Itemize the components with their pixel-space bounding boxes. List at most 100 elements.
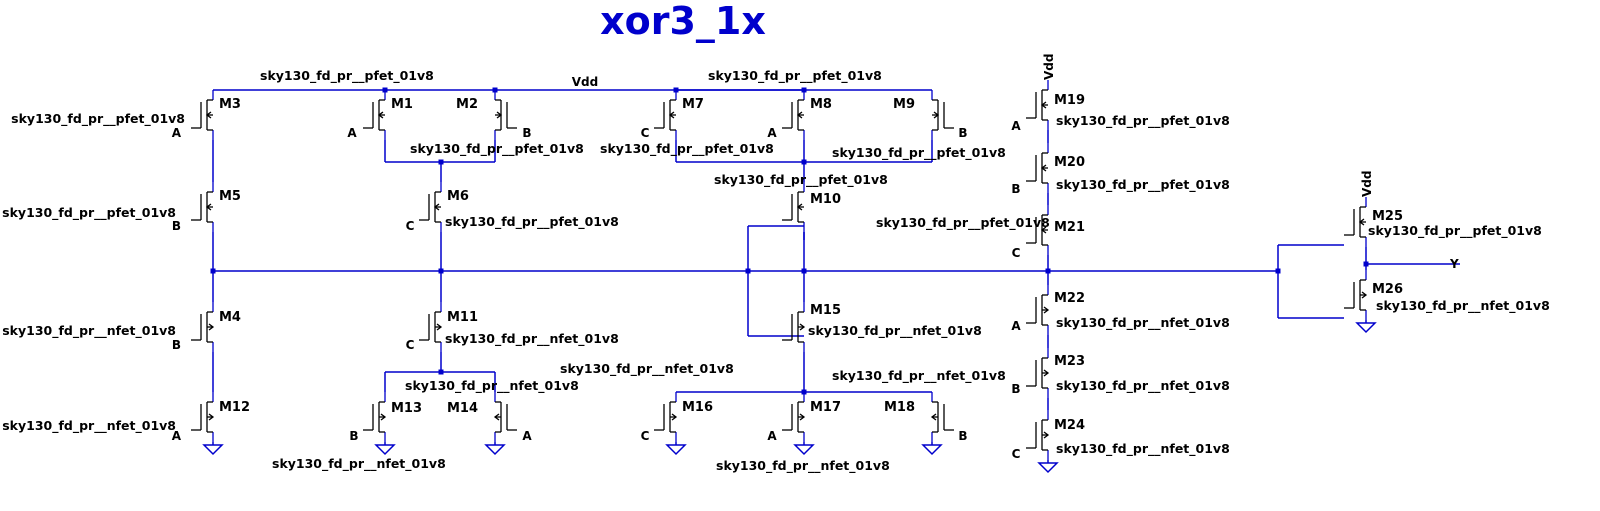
- device-model: sky130_fd_pr__nfet_01v8: [405, 378, 579, 394]
- device-name: M7: [682, 97, 704, 112]
- device-model: sky130_fd_pr__pfet_01v8: [600, 141, 774, 157]
- transistor-m21: [1026, 205, 1049, 255]
- device-name: M22: [1054, 291, 1085, 306]
- device-model: sky130_fd_pr__pfet_01v8: [445, 214, 619, 230]
- gate-pin-label: C: [641, 429, 650, 443]
- gate-pin-label: A: [767, 429, 777, 443]
- gate-pin-label: A: [1011, 119, 1021, 133]
- gate-pin-label: B: [1011, 382, 1020, 396]
- transistor-m14: [493, 392, 517, 442]
- device-model: sky130_fd_pr__nfet_01v8: [1056, 378, 1230, 394]
- transistor-m15: [782, 302, 806, 352]
- ground-icon: [921, 444, 943, 456]
- gate-pin-label: B: [522, 126, 531, 140]
- device-model: sky130_fd_pr__nfet_01v8: [1376, 298, 1550, 314]
- transistor-m25: [1344, 197, 1367, 247]
- transistor-m22: [1026, 285, 1050, 335]
- device-name: M17: [810, 400, 841, 415]
- transistor-m9: [931, 90, 954, 140]
- device-name: M15: [810, 303, 841, 318]
- device-model: sky130_fd_pr__pfet_01v8: [1368, 223, 1542, 239]
- device-model: sky130_fd_pr__pfet_01v8: [260, 68, 434, 84]
- device-name: M11: [447, 310, 478, 325]
- device-model: sky130_fd_pr__nfet_01v8: [1056, 315, 1230, 331]
- device-model: sky130_fd_pr__pfet_01v8: [1056, 177, 1230, 193]
- gate-pin-label: B: [172, 219, 181, 233]
- device-model: sky130_fd_pr__nfet_01v8: [2, 323, 176, 339]
- device-name: M8: [810, 97, 832, 112]
- ground-icon: [374, 444, 396, 456]
- device-name: M10: [810, 192, 841, 207]
- device-model: sky130_fd_pr__pfet_01v8: [876, 215, 1050, 231]
- junction-dot: [1275, 268, 1281, 274]
- transistor-m26: [1344, 270, 1368, 320]
- gate-pin-label: A: [522, 429, 532, 443]
- transistor-m3: [191, 90, 214, 140]
- device-name: M21: [1054, 220, 1085, 235]
- gate-pin-label: A: [1011, 319, 1021, 333]
- vdd-net-label-vertical: Vdd: [1042, 54, 1056, 80]
- device-name: M25: [1372, 209, 1403, 224]
- transistor-m12: [191, 392, 215, 442]
- device-model: sky130_fd_pr__nfet_01v8: [2, 418, 176, 434]
- gate-pin-label: C: [406, 219, 415, 233]
- schematic-title: xor3_1x: [600, 0, 766, 43]
- ground-icon: [1355, 322, 1377, 334]
- junction-dot: [745, 268, 751, 274]
- device-model: sky130_fd_pr__pfet_01v8: [708, 68, 882, 84]
- device-model: sky130_fd_pr__pfet_01v8: [2, 205, 176, 221]
- junction-dot: [1363, 261, 1369, 267]
- device-model: sky130_fd_pr__nfet_01v8: [716, 458, 890, 474]
- device-name: M18: [884, 400, 915, 415]
- device-model: sky130_fd_pr__pfet_01v8: [410, 141, 584, 157]
- gate-pin-label: A: [172, 126, 182, 140]
- gate-pin-label: C: [406, 338, 415, 352]
- transistor-m17: [782, 392, 806, 442]
- junction-dot: [1045, 268, 1051, 274]
- gate-pin-label: A: [767, 126, 777, 140]
- junction-dot: [438, 268, 444, 274]
- ground-icon: [665, 444, 687, 456]
- device-model: sky130_fd_pr__nfet_01v8: [272, 456, 446, 472]
- gate-pin-label: C: [641, 126, 650, 140]
- ground-icon: [793, 444, 815, 456]
- transistor-m18: [930, 392, 954, 442]
- device-name: M3: [219, 97, 241, 112]
- device-name: M24: [1054, 418, 1085, 433]
- gate-pin-label: B: [349, 429, 358, 443]
- device-name: M23: [1054, 354, 1085, 369]
- transistor-m8: [782, 90, 805, 140]
- ground-icon: [484, 444, 506, 456]
- device-name: M2: [456, 97, 478, 112]
- transistor-m6: [419, 182, 442, 232]
- transistor-m5: [191, 182, 214, 232]
- gate-pin-label: B: [958, 126, 967, 140]
- device-name: M12: [219, 400, 250, 415]
- device-name: M16: [682, 400, 713, 415]
- device-model: sky130_fd_pr__nfet_01v8: [832, 368, 1006, 384]
- transistor-m4: [191, 302, 215, 352]
- junction-dot: [210, 268, 216, 274]
- output-net-label: Y: [1449, 257, 1459, 271]
- ground-icon: [202, 444, 224, 456]
- device-model: sky130_fd_pr__nfet_01v8: [560, 361, 734, 377]
- gate-pin-label: C: [1012, 447, 1021, 461]
- gate-pin-label: B: [958, 429, 967, 443]
- device-model: sky130_fd_pr__pfet_01v8: [714, 172, 888, 188]
- gate-pin-label: C: [1012, 246, 1021, 260]
- transistor-m13: [363, 392, 387, 442]
- device-name: M20: [1054, 155, 1085, 170]
- transistor-m23: [1026, 348, 1050, 398]
- junction-dot: [438, 369, 444, 375]
- device-model: sky130_fd_pr__nfet_01v8: [1056, 441, 1230, 457]
- gate-pin-label: A: [172, 429, 182, 443]
- device-name: M9: [893, 97, 915, 112]
- transistor-m11: [419, 302, 443, 352]
- transistor-m16: [654, 392, 678, 442]
- device-name: M5: [219, 189, 241, 204]
- transistor-m24: [1026, 410, 1050, 460]
- gate-pin-label: B: [172, 338, 181, 352]
- vdd-net-label: Vdd: [572, 75, 598, 89]
- junction-dot: [801, 268, 807, 274]
- transistor-m19: [1026, 80, 1049, 130]
